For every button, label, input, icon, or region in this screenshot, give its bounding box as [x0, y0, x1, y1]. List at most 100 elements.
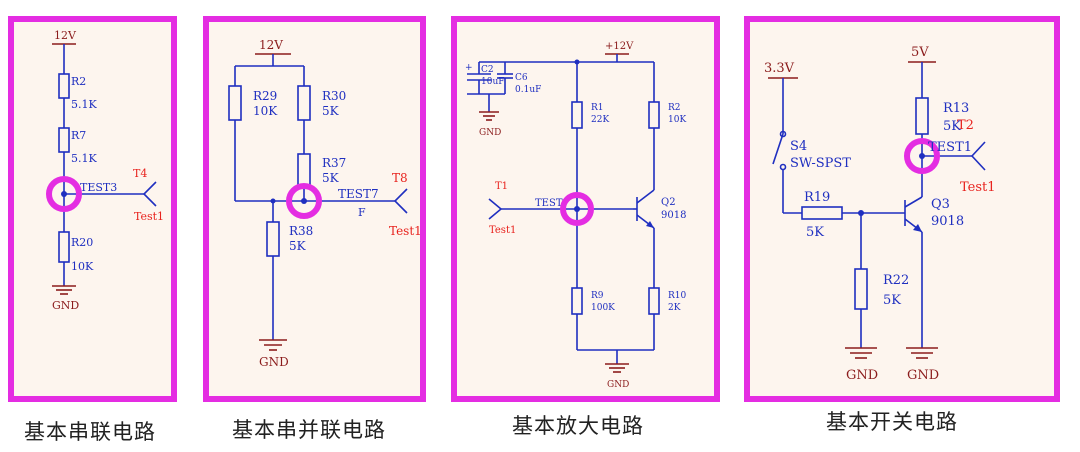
r19-ref: R19 [804, 190, 830, 205]
series-circuit-schematic: 12V R2 5.1K R7 5.1K TEST3 T4 Test1 R20 1… [46, 29, 164, 312]
c6-ref: C6 [515, 73, 528, 83]
switch-power-left-label: 3.3V [764, 61, 795, 76]
series-port-ref: T4 [133, 167, 147, 180]
r2-ref: R2 [71, 75, 86, 88]
r1-ref: R1 [591, 103, 604, 113]
series-parallel-port-name: Test1 [389, 224, 420, 238]
series-parallel-junction-dot [301, 198, 307, 204]
amplifier-power-label: +12V [605, 41, 634, 52]
resistor-r1 [571, 101, 583, 129]
q3-ref: Q3 [931, 197, 950, 212]
r2-ref: R2 [668, 103, 681, 113]
r7-value: 5.1K [71, 152, 97, 165]
switch-port-symbol [970, 141, 986, 171]
svg-text:+: + [465, 63, 473, 73]
resistor-r38 [266, 221, 280, 257]
series-parallel-net-label: TEST7 [338, 187, 379, 201]
resistor-r2 [58, 73, 70, 99]
amplifier-circuit-schematic: +12V + C2 10uF C6 0.1uF GND [465, 41, 687, 390]
transistor-q3 [904, 196, 923, 233]
series-parallel-ground-symbol [259, 339, 287, 351]
amplifier-port-name: Test1 [489, 225, 516, 236]
r29-value: 10K [253, 104, 278, 118]
r1-top-junction-dot [574, 59, 580, 65]
resistor-r37 [297, 153, 311, 189]
resistor-r7 [58, 127, 70, 153]
caption-switch-circuit: 基本开关电路 [826, 410, 958, 434]
series-parallel-circuit-schematic: 12V R29 10K R30 5K R37 5K TEST7 F T8 Tes… [228, 38, 420, 369]
amplifier-ground-symbol [605, 363, 629, 373]
amplifier-ground-label: GND [607, 380, 629, 390]
amplifier-test-point-highlight [560, 192, 594, 226]
r29-ref: R29 [253, 89, 277, 103]
r38-value: 5K [289, 239, 307, 253]
r2-value: 10K [668, 115, 686, 125]
amplifier-port-ref: T1 [495, 181, 508, 192]
series-parallel-port-symbol [393, 188, 408, 214]
series-parallel-ground-label: GND [259, 355, 289, 369]
r20-ref: R20 [71, 236, 93, 249]
r30-ref: R30 [322, 89, 346, 103]
resistor-r10 [648, 287, 660, 315]
switch-circuit-schematic: 3.3V S4 SW-SPST R19 5K R22 5K GND 5V [764, 45, 996, 383]
resistor-r30 [297, 85, 311, 121]
r20-value: 10K [71, 260, 94, 273]
amplifier-port-symbol [488, 198, 503, 220]
resistor-r13 [915, 97, 929, 135]
r30-value: 5K [322, 104, 340, 118]
switch-net-label: TEST1 [928, 140, 972, 155]
capacitor-c6 [497, 73, 513, 79]
caption-series-circuit: 基本串联电路 [24, 420, 156, 444]
r13-value: 5K [943, 119, 961, 134]
s4-value: SW-SPST [790, 156, 851, 171]
q3-value: 9018 [931, 214, 964, 229]
c6-value: 0.1uF [515, 85, 541, 95]
resistor-r9 [571, 287, 583, 315]
switch-ground-right-label: GND [907, 368, 939, 383]
series-power-label: 12V [54, 29, 77, 42]
r9-value: 100K [591, 303, 615, 313]
r7-ref: R7 [71, 129, 86, 142]
r9-ref: R9 [591, 291, 604, 301]
s4-ref: S4 [790, 139, 807, 154]
series-net-label: TEST3 [80, 181, 117, 194]
c2-value: 10uF [481, 77, 505, 87]
r37-value: 5K [322, 171, 340, 185]
resistor-r19 [801, 206, 843, 220]
amplifier-junction-dot [574, 206, 580, 212]
schematic-panel-switch: 3.3V S4 SW-SPST R19 5K R22 5K GND 5V [744, 16, 1060, 402]
resistor-r29 [228, 85, 242, 121]
series-ground-symbol [52, 285, 76, 295]
series-parallel-power-label: 12V [259, 38, 283, 52]
switch-s4 [772, 130, 787, 171]
series-ground-label: GND [52, 299, 79, 312]
caption-amplifier-circuit: 基本放大电路 [512, 414, 644, 438]
switch-ground-left-label: GND [846, 368, 878, 383]
r38-junction-dot [270, 198, 276, 204]
switch-ground-left-symbol [845, 347, 877, 359]
r2-value: 5.1K [71, 98, 97, 111]
r19-value: 5K [806, 225, 824, 240]
r1-value: 22K [591, 115, 609, 125]
series-port-symbol [142, 181, 157, 207]
q2-value: 9018 [661, 210, 686, 221]
transistor-q2 [633, 189, 655, 229]
schematic-panel-series-parallel: 12V R29 10K R30 5K R37 5K TEST7 F T8 Tes… [203, 16, 426, 402]
c2-ref: C2 [481, 65, 494, 75]
series-port-name: Test1 [134, 210, 164, 223]
series-junction-dot [61, 191, 67, 197]
r10-ref: R10 [668, 291, 687, 301]
switch-ground-right-symbol [906, 347, 938, 359]
r22-ref: R22 [883, 273, 909, 288]
amplifier-cap-ground-label: GND [479, 128, 501, 138]
schematic-panel-amplifier: +12V + C2 10uF C6 0.1uF GND [451, 16, 720, 402]
r38-ref: R38 [289, 224, 313, 238]
q2-ref: Q2 [661, 197, 676, 208]
resistor-r20 [58, 231, 70, 263]
amplifier-net-label: TEST [535, 198, 563, 209]
series-test-point-highlight [46, 176, 82, 212]
r22-value: 5K [883, 293, 901, 308]
series-parallel-test-point-highlight [286, 183, 322, 219]
switch-power-right-label: 5V [911, 45, 929, 60]
resistor-r22 [854, 268, 868, 310]
